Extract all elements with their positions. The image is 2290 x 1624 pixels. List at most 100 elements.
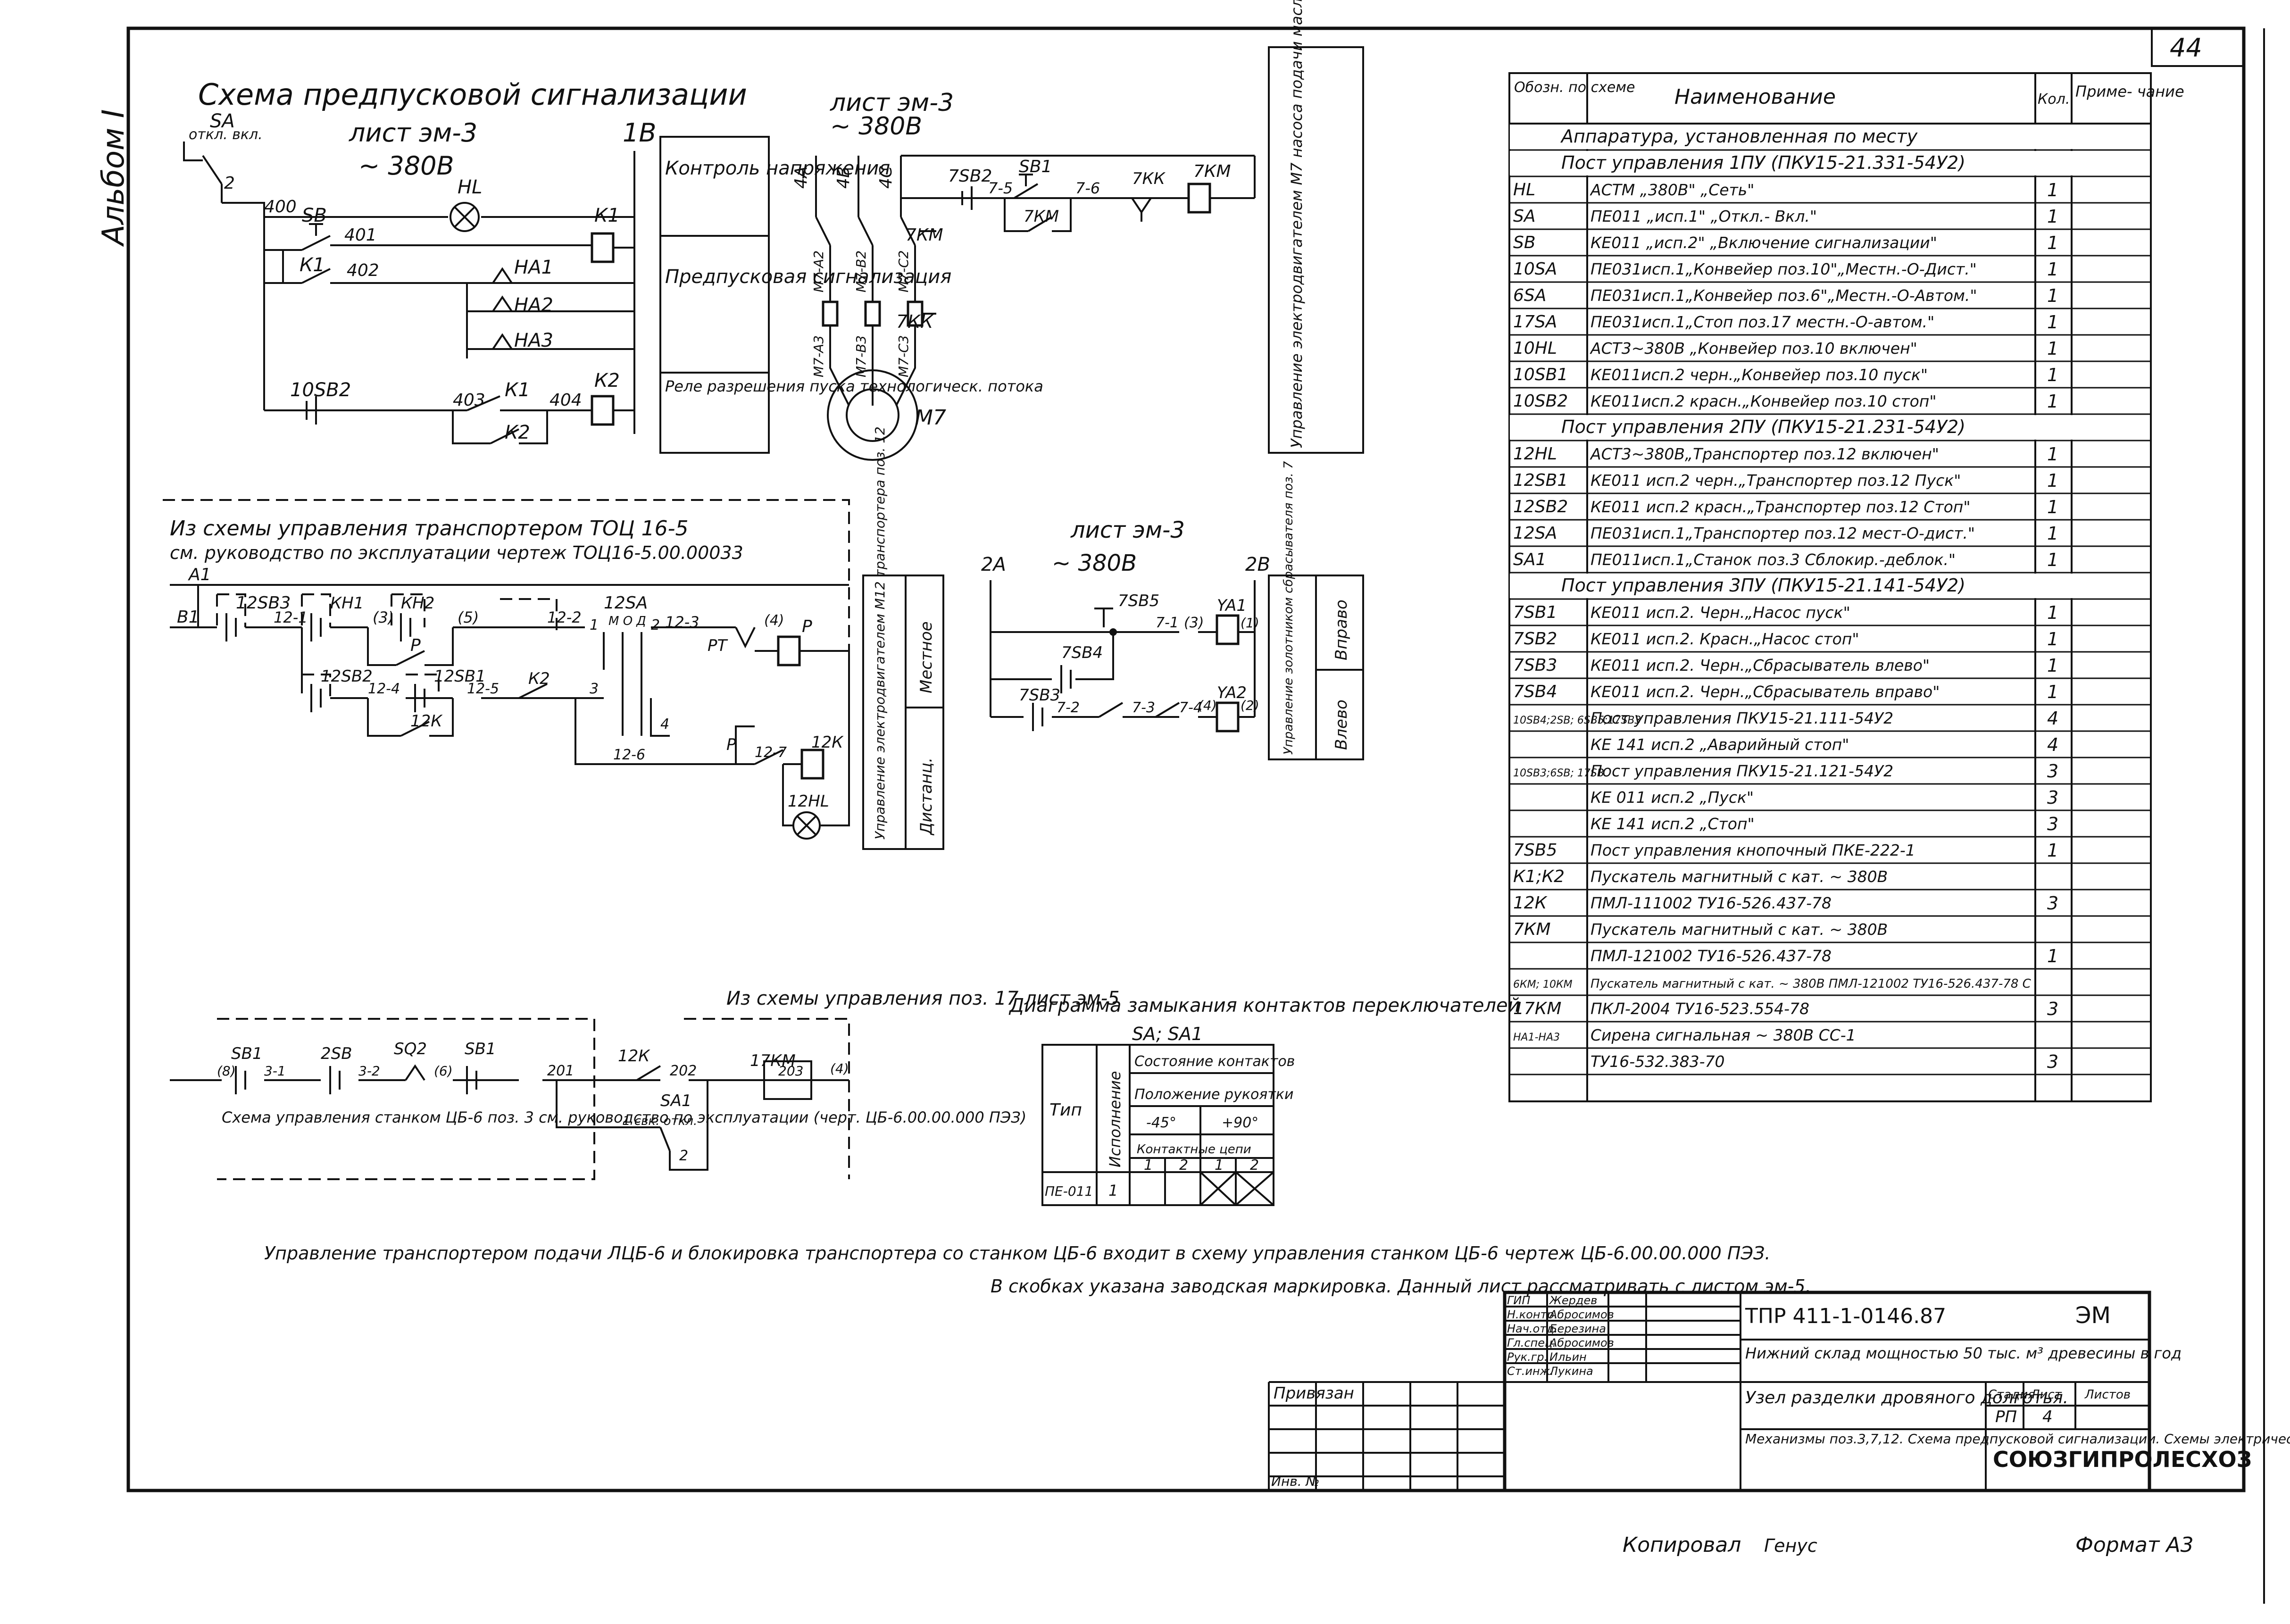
sq2-label: SQ2 bbox=[394, 1040, 427, 1058]
sb-label: SB bbox=[302, 205, 327, 226]
mode-local: Местное bbox=[917, 621, 936, 693]
spec-name: Сирена сигнальная ~ 380В СС-1 bbox=[1591, 1026, 1856, 1044]
spec-qty: 3 bbox=[2047, 1051, 2058, 1072]
fuse-a3: М7-А3 bbox=[811, 335, 826, 377]
spec-qty: 1 bbox=[2047, 682, 2058, 702]
stamp-person: Абросимов bbox=[1549, 1308, 1614, 1321]
diagram-col4: 2 bbox=[1250, 1157, 1259, 1174]
sb1-4-button bbox=[235, 1066, 246, 1094]
spec-name: Пост управления ПКУ15-21.121-54У2 bbox=[1591, 762, 1893, 780]
k2a-label: К2 bbox=[505, 422, 530, 443]
ha1-label: HA1 bbox=[514, 257, 553, 278]
motor-m7-inner bbox=[846, 388, 899, 442]
phase-4a: 4А bbox=[791, 166, 811, 189]
spec-qty: 1 bbox=[2047, 523, 2058, 544]
diagram-exec: Исполнение bbox=[1106, 1071, 1124, 1168]
spec-header-code: Обозн. по схеме bbox=[1514, 79, 1635, 96]
k12-holding bbox=[367, 698, 454, 737]
sheet-number-box bbox=[2151, 27, 2245, 67]
n124-label: 12-4 bbox=[368, 681, 400, 697]
spec-code: 10SB2 bbox=[1513, 391, 1568, 411]
ya2-label: YA2 bbox=[1217, 683, 1247, 702]
k2-coil-label: К2 bbox=[594, 370, 620, 391]
row2-wire bbox=[301, 627, 604, 699]
schema4-note-1: Схема управления станком ЦБ-6 поз. 3 см.… bbox=[222, 1108, 1026, 1126]
diagram-col1: 1 bbox=[1144, 1157, 1153, 1174]
spec-section-bg bbox=[1510, 151, 2150, 175]
schema1-voltage: ~ 380В bbox=[358, 151, 454, 181]
schema3-left: Влево bbox=[1332, 700, 1351, 750]
spec-name: Пост управления ПКУ15-21.111-54У2 bbox=[1591, 709, 1893, 727]
motor-label: М7 bbox=[915, 406, 946, 430]
stamp-org: СОЮЗГИПРОЛЕСХОЗ bbox=[1993, 1447, 2252, 1472]
stamp-person: Лукина bbox=[1549, 1365, 1593, 1378]
spec-section-bg bbox=[1510, 574, 2150, 598]
schema2-purpose-box bbox=[862, 575, 944, 850]
km-coil bbox=[1187, 183, 1211, 214]
k12-4-contact bbox=[636, 1065, 661, 1081]
stamp-stage: РП bbox=[1995, 1407, 2017, 1426]
spec-qty: 1 bbox=[2047, 602, 2058, 623]
p2b-label: 2В bbox=[1245, 554, 1270, 575]
n4-label-3: (4) bbox=[1198, 698, 1217, 713]
spec-section-bg bbox=[1510, 125, 2150, 149]
sb1-button bbox=[1013, 174, 1039, 199]
row3-wire bbox=[575, 698, 802, 765]
stamp-doc: ТПР 411-1-0146.87 bbox=[1745, 1304, 1946, 1328]
schema1-purpose-column bbox=[659, 136, 770, 454]
motor-m7-schema: лист эм-3 ~ 380В 4А 4В 4С 7КМ 7КК М7-А2 … bbox=[791, 0, 1364, 461]
hl12-label: 12HL bbox=[788, 792, 829, 811]
spec-code: 10SB4;2SB; 6SB5;17SB3 bbox=[1513, 715, 1641, 726]
spec-name: ПМЛ-121002 ТУ16-526.437-78 bbox=[1591, 947, 1832, 965]
sa1-pos: 1 свк. откл. bbox=[623, 1114, 697, 1128]
n5-label: (5) bbox=[458, 608, 479, 626]
stamp-frame bbox=[1503, 1291, 2151, 1492]
spec-code: 10SB3;6SB; 17SB bbox=[1513, 767, 1604, 779]
spec-name: КЕ 011 исп.2 „Пуск" bbox=[1591, 788, 1754, 807]
stamp-sheets-h: Листов bbox=[2084, 1388, 2131, 1402]
n31-label: 3-1 bbox=[264, 1063, 286, 1079]
spec-qty: 1 bbox=[2047, 629, 2058, 650]
k1-coil-label: К1 bbox=[594, 205, 620, 226]
stamp-grid bbox=[1505, 1292, 2149, 1491]
diagram-row-type: ПЕ-011 bbox=[1045, 1183, 1093, 1199]
k2-12-label: К2 bbox=[528, 669, 550, 688]
siren-bus bbox=[466, 283, 634, 358]
spec-qty: 4 bbox=[2047, 734, 2058, 755]
stamp-desc: Механизмы поз.3,7,12. Схема предпусковой… bbox=[1745, 1431, 2290, 1447]
format-label: Формат А3 bbox=[2075, 1533, 2194, 1557]
k12-coil bbox=[800, 749, 824, 780]
ha3-siren bbox=[492, 333, 513, 350]
spec-name: ПЕ031исп.1„Конвейер поз.6"„Местн.-О-Авто… bbox=[1591, 286, 1977, 305]
schema3-voltage: ~ 380В bbox=[1052, 550, 1137, 576]
sb3-3-button bbox=[1032, 703, 1043, 731]
spec-qty: 1 bbox=[2047, 259, 2058, 280]
spec-code: 12HL bbox=[1513, 444, 1557, 464]
schema4-source: Из схемы управления поз. 17 лист эм-5 bbox=[726, 988, 1120, 1009]
schema1-title: Схема предпусковой сигнализации bbox=[198, 77, 747, 112]
spec-code: 6SA bbox=[1513, 286, 1546, 305]
spec-code: 12SB2 bbox=[1513, 497, 1568, 516]
sq2-switch bbox=[405, 1064, 425, 1081]
spec-name: Пускатель магнитный с кат. ~ 380В ПМЛ-12… bbox=[1591, 977, 2032, 991]
spec-section-title: Аппаратура, установленная по месту bbox=[1560, 126, 1918, 147]
spec-name: АСТ3~380В „Конвейер поз.10 включен" bbox=[1590, 339, 1917, 358]
spec-code: НА1-НА3 bbox=[1513, 1032, 1560, 1043]
schema1-sheet-ref: лист эм-3 bbox=[349, 118, 477, 148]
stamp-person: Березина bbox=[1549, 1322, 1606, 1335]
sb2-4-button bbox=[329, 1066, 341, 1094]
spec-code: SA bbox=[1513, 207, 1535, 226]
spec-code: 17КМ bbox=[1513, 999, 1561, 1018]
n71-label: 7-1 bbox=[1156, 615, 1179, 631]
hl12-lamp bbox=[792, 811, 821, 840]
fuse-c2: М7-С2 bbox=[896, 250, 911, 292]
spec-qty: 1 bbox=[2047, 180, 2058, 200]
fuse-b2: М7-В2 bbox=[853, 250, 869, 292]
pt-n: (4) bbox=[764, 612, 784, 629]
sa1-n2: 2 bbox=[679, 1148, 688, 1164]
schema3-right: Вправо bbox=[1332, 600, 1351, 660]
schema3-purpose: Управление золотником сбрасывателя поз. … bbox=[1282, 461, 1296, 755]
schema2-ref: см. руководство по эксплуатации чертеж Т… bbox=[170, 542, 743, 563]
k12-4-label: 12К bbox=[618, 1047, 650, 1066]
